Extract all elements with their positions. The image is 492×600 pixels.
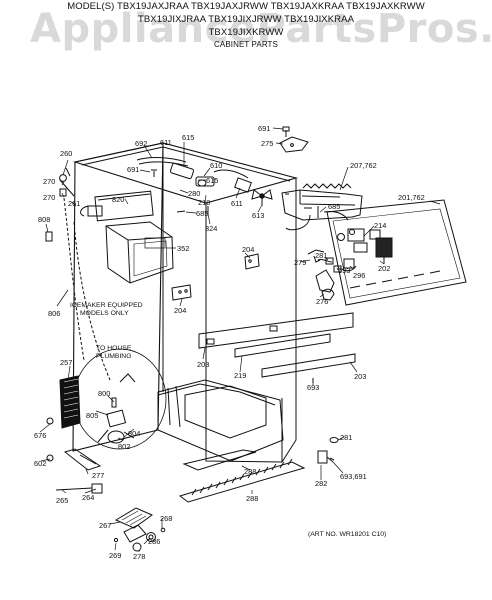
part-label: 267 (99, 521, 111, 530)
part-label: 691 (258, 124, 270, 133)
plumbing-note-line-1: TO HOUSE (96, 345, 132, 352)
part-label: 806 (48, 309, 60, 318)
section-title: CABINET PARTS (214, 40, 278, 49)
front-rails (198, 312, 356, 378)
part-label: 820 (112, 195, 124, 204)
part-label: 278 (133, 552, 145, 561)
part-label: 805 (86, 411, 98, 420)
part-label: 288 (244, 467, 256, 476)
part-label: 264 (82, 493, 94, 502)
icemaker-note-line-1: ICEMAKER EQUIPPED (70, 302, 143, 309)
part-label: 219 (234, 371, 246, 380)
part-label: 210 (198, 198, 210, 207)
part-label: 270 (43, 177, 55, 186)
part-label: 613 (252, 211, 264, 220)
bottom-hardware (113, 507, 166, 552)
part-label: 207,762 (350, 161, 377, 170)
control-housing (281, 183, 363, 231)
part-label: 296 (353, 271, 365, 280)
part-label: 685 (196, 209, 208, 218)
part-label: 202 (378, 264, 390, 273)
part-label: 281 (315, 251, 327, 260)
part-label: 693,691 (340, 472, 367, 481)
part-label: 203 (197, 360, 209, 369)
model-list-line-2: TBX19JIXJRAA TBX19JIXJRWW TBX19JIXKRAA (137, 14, 355, 25)
part-label: 281 (340, 433, 352, 442)
part-label: 802 (118, 442, 130, 451)
model-list-line-3: TBX19JIXKRWW (208, 27, 284, 38)
part-label: 691 (127, 165, 139, 174)
part-label: 808 (38, 215, 50, 224)
part-label: 280 (188, 189, 200, 198)
icemaker-assembly (80, 190, 174, 284)
model-list-line-1: MODEL(S) TBX19JAXJRAA TBX19JAXJRWW TBX19… (67, 1, 425, 12)
control-panel (326, 199, 467, 306)
part-label: 260 (60, 149, 72, 158)
front-grille (178, 449, 306, 503)
plumbing-note-line-2: PLUMBING (96, 353, 132, 360)
part-label: 611 (160, 138, 172, 147)
leader-lines (39, 127, 441, 552)
part-label: 279 (294, 258, 306, 267)
part-label: 204 (242, 245, 254, 254)
hinge-and-misc (279, 126, 339, 464)
part-label: 610 (210, 161, 222, 170)
art-number: (ART NO. WR18201 C10) (308, 531, 387, 538)
part-label: 804 (128, 429, 140, 438)
part-label: 693 (338, 266, 350, 275)
part-label: 288 (246, 494, 258, 503)
part-label: 615 (206, 176, 218, 185)
part-label: 676 (34, 431, 46, 440)
icemaker-note-line-2: MODELS ONLY (80, 310, 129, 317)
leveling-parts (46, 417, 103, 494)
part-number-labels: 691 275 692 611 615 691 610 615 280 210 … (34, 124, 425, 561)
part-label: 214 (374, 221, 386, 230)
part-label: 615 (182, 133, 194, 142)
part-label: 611 (231, 199, 243, 208)
part-label: 204 (174, 306, 186, 315)
part-label: 276 (316, 297, 328, 306)
mounting-brackets (171, 253, 335, 301)
part-label: 203 (354, 372, 366, 381)
part-label: 257 (60, 358, 72, 367)
part-label: 286 (148, 537, 160, 546)
cabinet-body (72, 142, 299, 463)
part-label: 692 (135, 139, 147, 148)
water-valve-assembly (59, 348, 167, 450)
part-label: 277 (92, 471, 104, 480)
part-label: 685 (328, 202, 340, 211)
part-label: 800 (98, 389, 110, 398)
part-label: 261 (68, 199, 80, 208)
diagram-notes: ICEMAKER EQUIPPED MODELS ONLY TO HOUSE P… (70, 302, 143, 360)
part-label: 265 (56, 496, 68, 505)
part-label: 352 (177, 244, 189, 253)
part-label: 201,762 (398, 193, 425, 202)
part-label: 282 (315, 479, 327, 488)
part-label: 275 (261, 139, 273, 148)
part-label: 269 (109, 551, 121, 560)
part-label: 602 (34, 459, 46, 468)
part-label: 270 (43, 193, 55, 202)
part-label: 324 (205, 224, 217, 233)
part-label: 693 (307, 383, 319, 392)
part-label: 268 (160, 514, 172, 523)
